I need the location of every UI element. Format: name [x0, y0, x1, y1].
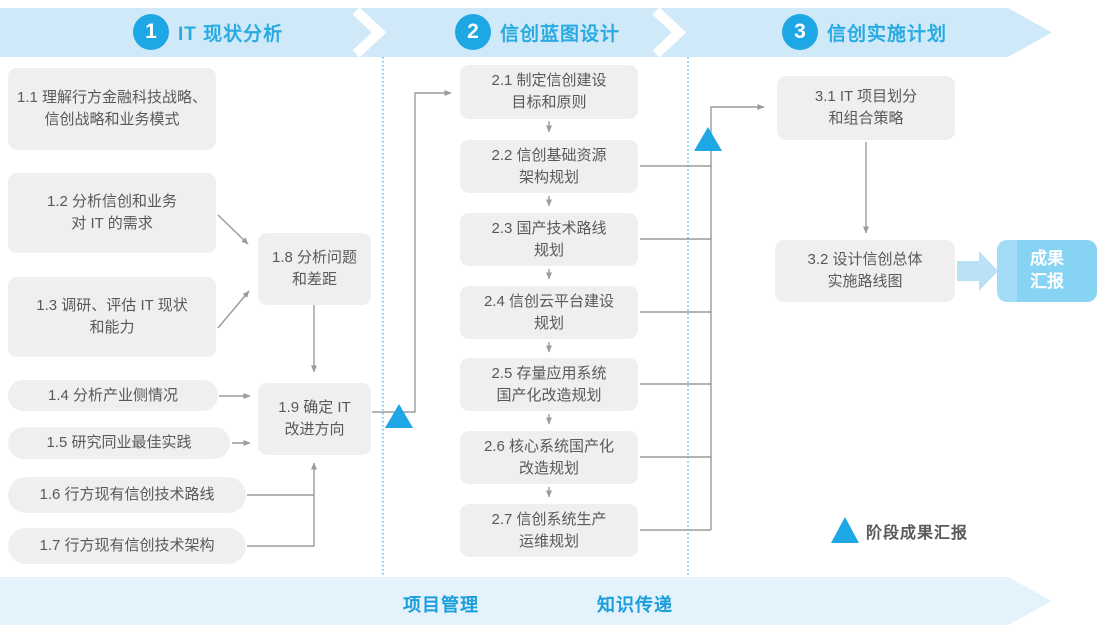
result-block-arrow: [957, 251, 998, 291]
task-box-1-7-line1: 1.7 行方现有信创技术架构: [39, 537, 215, 555]
phase-2-header: 2 信创蓝图设计: [455, 14, 620, 50]
task-box-2-2: 2.2 信创基础资源 架构规划: [460, 140, 638, 193]
phase-3-title: 信创实施计划: [827, 23, 948, 45]
task-box-2-1: 2.1 制定信创建设 目标和原则: [460, 65, 638, 119]
task-box-1-1-line1: 1.1 理解行方金融科技战略、: [16, 89, 208, 107]
task-box-2-4-line1: 2.4 信创云平台建设: [483, 292, 615, 310]
task-box-2-7: 2.7 信创系统生产 运维规划: [460, 504, 638, 557]
result-report-box: 成果 汇报: [997, 240, 1097, 302]
task-box-1-3-line2: 和能力: [89, 319, 135, 336]
connector-1-9-to-2-1: [372, 90, 452, 413]
milestone-triangle-phase2: [694, 127, 722, 151]
footer-label-project-management: 项目管理: [403, 595, 479, 615]
phase-1-header: 1 IT 现状分析: [133, 14, 283, 50]
task-box-1-9: 1.9 确定 IT 改进方向: [258, 383, 371, 455]
task-box-1-3: 1.3 调研、评估 IT 现状 和能力: [8, 277, 216, 357]
task-box-3-2: 3.2 设计信创总体 实施路线图: [775, 240, 955, 302]
task-box-1-6: 1.6 行方现有信创技术路线: [8, 477, 246, 513]
task-box-2-7-line2: 运维规划: [518, 532, 579, 550]
task-box-2-6-line2: 改造规划: [518, 459, 579, 477]
task-box-2-6: 2.6 核心系统国产化 改造规划: [460, 431, 638, 484]
task-box-2-4: 2.4 信创云平台建设 规划: [460, 286, 638, 339]
task-box-3-1-line1: 3.1 IT 项目划分: [814, 88, 918, 106]
task-box-2-3-line1: 2.3 国产技术路线: [491, 219, 607, 237]
legend-label: 阶段成果汇报: [866, 525, 969, 542]
phase-1-title: IT 现状分析: [178, 23, 284, 45]
footer-band: [0, 577, 1052, 625]
connector-group: [217, 90, 869, 547]
connector-1-7-to-1-9: [247, 462, 317, 547]
task-box-1-9-line1: 1.9 确定 IT: [278, 399, 351, 417]
task-box-1-4-line1: 1.4 分析产业侧情况: [47, 386, 179, 404]
phase-3-header: 3 信创实施计划: [782, 14, 947, 50]
connector-collector-to-3-1: [710, 104, 765, 530]
phase-separator-chevron-1: [352, 7, 387, 58]
task-box-1-1-line2: 信创战略和业务模式: [44, 111, 180, 128]
task-box-2-5: 2.5 存量应用系统 国产化改造规划: [460, 358, 638, 411]
task-box-1-6-line1: 1.6 行方现有信创技术路线: [39, 486, 215, 504]
phase-1-number-badge: 1: [133, 14, 169, 50]
task-box-3-2-line1: 3.2 设计信创总体: [807, 251, 923, 269]
task-box-2-4-line2: 规划: [533, 314, 564, 332]
phase-3-number-badge: 3: [782, 14, 818, 50]
connector-1-3-to-1-8: [217, 290, 250, 329]
task-box-1-8-line2: 和差距: [291, 271, 337, 288]
task-box-1-8: 1.8 分析问题 和差距: [258, 233, 371, 305]
task-box-2-3: 2.3 国产技术路线 规划: [460, 213, 638, 266]
connector-1-2-to-1-8: [217, 214, 249, 245]
task-box-1-5-line1: 1.5 研究同业最佳实践: [46, 434, 192, 452]
task-box-1-3-line1: 1.3 调研、评估 IT 现状: [36, 297, 188, 315]
task-box-2-2-line2: 架构规划: [518, 168, 579, 186]
task-box-1-1: 1.1 理解行方金融科技战略、 信创战略和业务模式: [8, 68, 216, 150]
legend-triangle-icon: [831, 517, 859, 543]
task-box-2-1-line1: 2.1 制定信创建设: [491, 72, 607, 90]
result-report-line2: 汇报: [1030, 272, 1064, 291]
task-box-3-1: 3.1 IT 项目划分 和组合策略: [777, 76, 955, 140]
task-box-2-2-line1: 2.2 信创基础资源: [491, 146, 607, 164]
task-box-1-2-line1: 1.2 分析信创和业务: [46, 193, 178, 211]
task-box-3-2-line2: 实施路线图: [827, 273, 903, 290]
task-box-1-2-line2: 对 IT 的需求: [71, 215, 153, 232]
task-box-2-5-line2: 国产化改造规划: [496, 386, 602, 404]
phase-2-number-badge: 2: [455, 14, 491, 50]
task-box-2-1-line2: 目标和原则: [511, 94, 587, 111]
task-box-1-9-line2: 改进方向: [284, 421, 345, 438]
task-box-1-5: 1.5 研究同业最佳实践: [8, 427, 230, 459]
task-box-1-2: 1.2 分析信创和业务 对 IT 的需求: [8, 173, 216, 253]
task-box-1-8-line1: 1.8 分析问题: [271, 249, 358, 267]
task-box-3-1-line2: 和组合策略: [828, 110, 904, 127]
task-box-2-6-line1: 2.6 核心系统国产化: [483, 437, 615, 455]
phase-2-title: 信创蓝图设计: [500, 23, 621, 45]
task-box-2-5-line1: 2.5 存量应用系统: [491, 364, 607, 382]
task-box-1-7: 1.7 行方现有信创技术架构: [8, 528, 246, 564]
task-box-2-3-line2: 规划: [533, 241, 564, 259]
task-box-1-4: 1.4 分析产业侧情况: [8, 380, 218, 411]
task-box-2-7-line1: 2.7 信创系统生产: [491, 510, 607, 528]
milestone-triangle-phase1: [385, 404, 413, 428]
phase-separator-chevron-2: [652, 7, 687, 58]
footer-label-knowledge-transfer: 知识传递: [597, 595, 673, 615]
result-report-line1: 成果: [1030, 249, 1064, 269]
